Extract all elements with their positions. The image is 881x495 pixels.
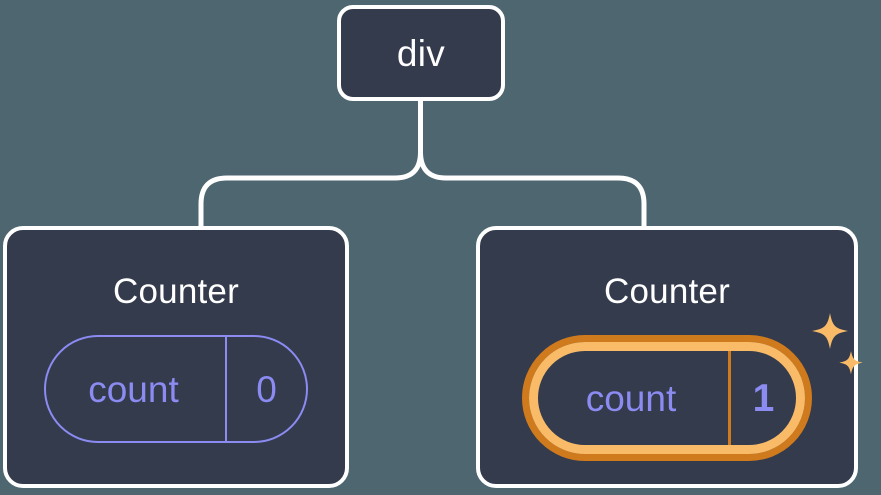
state-key-left: count	[46, 337, 227, 441]
state-key-right: count	[538, 351, 731, 445]
state-pill-right-inner-ring: count 1	[529, 342, 805, 454]
node-root-label: div	[396, 32, 446, 74]
node-counter-right[interactable]: Counter count 1	[476, 226, 863, 488]
state-value-right: 1	[752, 376, 775, 420]
state-pill-left[interactable]: count 0	[44, 335, 308, 443]
state-pill-wrap-right: count 1	[522, 313, 863, 461]
node-counter-left-label: Counter	[113, 272, 239, 311]
state-pill-wrap-left: count 0	[44, 335, 308, 443]
node-counter-left[interactable]: Counter count 0	[3, 226, 349, 488]
node-root-div[interactable]: div	[337, 5, 505, 101]
sparkle-small-icon	[839, 351, 863, 375]
state-value-left: 0	[256, 368, 277, 410]
sparkle-large-icon	[812, 313, 848, 349]
state-pill-right-highlighted[interactable]: count 1	[522, 335, 812, 461]
sparkle-group	[812, 313, 863, 375]
node-counter-right-label: Counter	[604, 272, 730, 311]
